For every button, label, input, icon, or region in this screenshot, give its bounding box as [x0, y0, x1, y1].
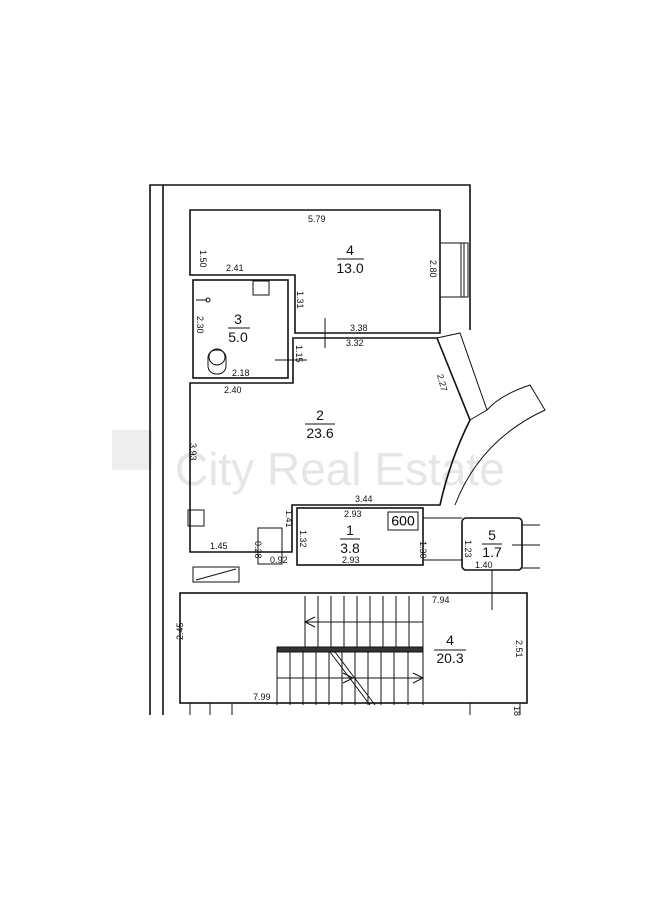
- staircase: [276, 596, 425, 706]
- dimension-label: 3.44: [355, 494, 373, 504]
- dimension-label: 1.32: [298, 530, 308, 548]
- room-label-5: 51.7: [482, 527, 502, 560]
- room-1: [296, 507, 424, 566]
- toilet-icon: [208, 348, 226, 366]
- room-4-stairs: [179, 592, 528, 704]
- stair-cut-line: [329, 651, 376, 706]
- room-number: 5: [488, 527, 496, 543]
- window: [436, 332, 488, 421]
- dimension-label: 1.45: [210, 541, 228, 551]
- dimension-label: 2.51: [514, 640, 524, 658]
- toilet-base: [207, 349, 227, 375]
- dimension-label: 2.45: [175, 622, 185, 640]
- room-3: [192, 279, 289, 379]
- dimension-label: 1.50: [198, 250, 208, 268]
- outer-wall: [149, 184, 471, 715]
- room-number: 3: [234, 311, 242, 327]
- room-area: 1.7: [482, 544, 502, 560]
- dimension-label: 2.93: [344, 509, 362, 519]
- sink-icon: [187, 509, 205, 527]
- dimension-label: 0.28: [253, 541, 263, 559]
- dimension-label: 2.30: [195, 316, 205, 334]
- room-area: 3.8: [340, 540, 360, 556]
- dimension-label: 2.80: [428, 260, 438, 278]
- room-2: [189, 337, 471, 553]
- dimension-label: 1.30: [418, 541, 428, 559]
- dimension-labels: 5.79 1.50 2.80 2.41 1.31 3.38 3.32 2.30 …: [175, 214, 524, 716]
- curved-wall: [454, 384, 546, 506]
- tap-icon: [205, 297, 211, 303]
- room-label-3: 35.0: [228, 311, 250, 345]
- box-009: [387, 511, 419, 531]
- dimension-label: 7.94: [432, 595, 450, 605]
- room-area: 23.6: [306, 425, 333, 441]
- dimension-label: 5.79: [308, 214, 326, 224]
- stove-icon: [257, 527, 283, 565]
- room-label-1: 13.8: [340, 522, 360, 556]
- dimension-label: 0.92: [270, 555, 288, 565]
- watermark: City Real Estate: [175, 443, 505, 495]
- dimension-label: 7.99: [253, 692, 271, 702]
- watermark-logo: [112, 430, 152, 470]
- window: [439, 242, 469, 298]
- dimension-label: 3.38: [350, 323, 368, 333]
- box-label: 009: [391, 513, 415, 529]
- room-number: 4: [346, 242, 354, 258]
- dimension-label: 3.32: [346, 338, 364, 348]
- dimension-label: 3.93: [188, 443, 198, 461]
- dimension-label: 2.93: [342, 555, 360, 565]
- dimension-label: 2.18: [232, 368, 250, 378]
- arrow-right-icon: [342, 672, 355, 684]
- sink-icon: [252, 280, 270, 296]
- room-label-4-stairs: 420.3: [434, 632, 466, 666]
- room-label-4-top: 413.0: [336, 242, 364, 276]
- dimension-label: 1.15: [294, 345, 304, 363]
- dimension-label: 1.23: [463, 540, 473, 558]
- dimension-label: 1.31: [295, 291, 305, 309]
- dimension-label: 1.41: [284, 510, 294, 528]
- dimension-label: 18: [512, 706, 522, 716]
- room-number: 1: [346, 522, 354, 538]
- dimension-label: 2.27: [435, 373, 449, 393]
- stair-divider: [276, 646, 424, 653]
- room-label-2: 223.6: [305, 407, 335, 441]
- radiator-diagonal: [195, 568, 237, 581]
- radiator-icon: [192, 566, 240, 583]
- dimension-label: 2.40: [224, 385, 242, 395]
- lower-wall-stubs: [189, 703, 521, 715]
- room-area: 5.0: [228, 329, 248, 345]
- room-4-top: [189, 209, 441, 334]
- arrow-left-icon: [303, 616, 316, 628]
- room-number: 4: [446, 632, 454, 648]
- room-area: 20.3: [436, 650, 463, 666]
- stair-steps-upper: [304, 596, 424, 705]
- dimension-label: 2.41: [226, 263, 244, 273]
- arrow-right-icon: [412, 672, 425, 684]
- room-area: 13.0: [336, 260, 363, 276]
- dimension-label: 1.40: [475, 560, 493, 570]
- room-number: 2: [316, 407, 324, 423]
